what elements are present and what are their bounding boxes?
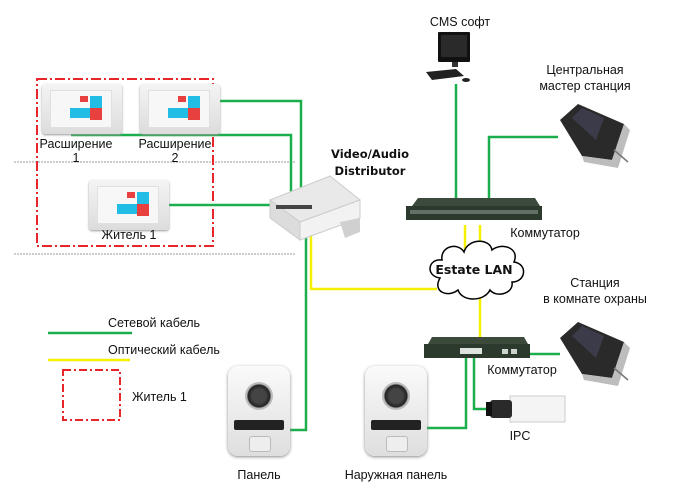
- legend-network-label: Сетевой кабель: [108, 316, 201, 330]
- network-switch-icon: [424, 337, 530, 358]
- cms-label: CMS софт: [429, 15, 491, 29]
- cable-master-switch: [487, 135, 558, 205]
- switch-bottom-label: Коммутатор: [487, 363, 557, 377]
- lan-label: Estate LAN: [435, 262, 513, 277]
- ipc-label: IPC: [509, 429, 531, 443]
- resident-label: Житель 1: [101, 228, 157, 242]
- extension-2-label: Расширение: [138, 137, 212, 151]
- distributor-label-1: Video/Audio: [331, 147, 409, 161]
- network-switch-icon: [406, 198, 542, 220]
- video-audio-distributor-icon: [268, 175, 362, 241]
- ip-camera-icon: [486, 395, 566, 423]
- extension-2-number: 2: [171, 151, 179, 165]
- indoor-monitor-resident: [89, 180, 169, 230]
- door-station-panel: [228, 366, 290, 456]
- door-station-outdoor: [365, 366, 427, 456]
- lan-cloud-icon: [429, 240, 525, 300]
- cable-switch2-outdoor: [427, 358, 468, 430]
- indoor-monitor-extension-1: [42, 84, 122, 134]
- cable-ext2-distributor: [210, 99, 303, 214]
- guard-station-label-1: Станция: [570, 276, 620, 290]
- distributor-label-2: Distributor: [334, 164, 406, 178]
- guard-station-label-2: в комнате охраны: [543, 292, 647, 306]
- central-station-label-2: мастер станция: [539, 79, 631, 93]
- switch-top-label: Коммутатор: [510, 226, 580, 240]
- legend-resident-label: Житель 1: [132, 390, 187, 404]
- master-station-icon: [560, 104, 630, 168]
- indoor-monitor-extension-2: [140, 84, 220, 134]
- extension-1-number: 1: [72, 151, 80, 165]
- extension-1-label: Расширение: [39, 137, 113, 151]
- resident-boundary: [36, 78, 214, 247]
- optical-distributor-lan: [309, 214, 437, 291]
- cable-ext1-distributor: [71, 133, 293, 214]
- legend-resident-box: [62, 369, 121, 421]
- outdoor-panel-label: Наружная панель: [344, 468, 448, 482]
- panel-label: Панель: [237, 468, 281, 482]
- cable-distributor-panel: [286, 214, 308, 432]
- computer-icon: [426, 32, 470, 82]
- central-station-label-1: Центральная: [546, 63, 624, 77]
- legend-optical-label: Оптический кабель: [108, 343, 220, 357]
- master-station-icon: [560, 322, 630, 386]
